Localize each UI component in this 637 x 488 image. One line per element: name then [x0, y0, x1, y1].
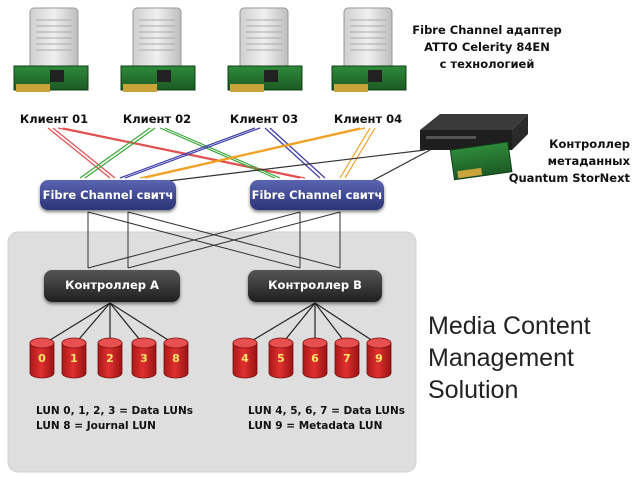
- lun-cylinder-8: 8: [163, 337, 189, 379]
- adapter-caption-line-1: Fibre Channel адаптер: [412, 23, 562, 37]
- controller-b: Контроллер В: [248, 270, 382, 302]
- lun-group: 0 1 2 3 8 4 5 6 7 9: [29, 337, 392, 379]
- solution-title-line-3: Solution: [428, 376, 519, 404]
- lun-cylinder-2: 2: [97, 337, 123, 379]
- client-links: [47, 127, 431, 183]
- adapter-caption-line-3: с технологией: [439, 57, 535, 71]
- lun-cylinder-0: 0: [29, 337, 55, 379]
- lun-cylinder-6: 6: [302, 337, 328, 379]
- client-computer-3: [227, 7, 303, 92]
- lun-label-1: 1: [70, 352, 78, 365]
- metadata-caption-line-2: метаданных: [547, 154, 630, 168]
- solution-title: Media Content Management Solution: [428, 310, 591, 406]
- fibre-channel-switch-1: Fibre Channel свитч: [40, 180, 176, 210]
- metadata-controller-caption: Контроллер метаданных Quantum StorNext: [500, 136, 630, 187]
- client-computer-2: [120, 7, 196, 92]
- controller-lun-links: [41, 302, 380, 346]
- adapter-caption-line-2: ATTO Celerity 84EN: [424, 40, 550, 54]
- lun-cylinder-4: 4: [232, 337, 258, 379]
- lun-cylinder-5: 5: [268, 337, 294, 379]
- lun-cylinder-7: 7: [334, 337, 360, 379]
- lun-label-5: 5: [277, 352, 285, 365]
- lun-note-b-2: LUN 9 = Metadata LUN: [248, 420, 383, 432]
- lun-label-4: 4: [241, 352, 249, 365]
- lun-note-b-1: LUN 4, 5, 6, 7 = Data LUNs: [248, 405, 405, 417]
- lun-label-9: 9: [375, 352, 383, 365]
- client-label-3: Клиент 03: [229, 112, 299, 126]
- client-label-1: Клиент 01: [19, 112, 89, 126]
- lun-label-6: 6: [311, 352, 319, 365]
- lun-notes-b: LUN 4, 5, 6, 7 = Data LUNs LUN 9 = Metad…: [248, 404, 405, 434]
- metadata-server: [420, 114, 528, 181]
- lun-label-7: 7: [343, 352, 351, 365]
- lun-label-8: 8: [172, 352, 180, 365]
- client-label-2: Клиент 02: [122, 112, 192, 126]
- metadata-caption-line-1: Контроллер: [549, 137, 630, 151]
- lun-label-2: 2: [106, 352, 114, 365]
- lun-label-3: 3: [140, 352, 148, 365]
- solution-title-line-1: Media Content: [428, 312, 591, 340]
- lun-label-0: 0: [38, 352, 46, 365]
- fibre-channel-switch-2: Fibre Channel свитч: [250, 180, 384, 210]
- lun-note-a-2: LUN 8 = Journal LUN: [36, 420, 156, 432]
- lun-cylinder-3: 3: [131, 337, 157, 379]
- adapter-caption: Fibre Channel адаптер ATTO Celerity 84EN…: [412, 22, 562, 73]
- lun-notes-a: LUN 0, 1, 2, 3 = Data LUNs LUN 8 = Journ…: [36, 404, 193, 434]
- client-computer-4: [331, 7, 407, 92]
- switch-controller-links: [87, 211, 341, 269]
- lun-cylinder-1: 1: [61, 337, 87, 379]
- lun-note-a-1: LUN 0, 1, 2, 3 = Data LUNs: [36, 405, 193, 417]
- controller-a: Контроллер А: [44, 270, 180, 302]
- client-label-4: Клиент 04: [333, 112, 403, 126]
- metadata-caption-line-3: Quantum StorNext: [508, 171, 630, 185]
- lun-cylinder-9: 9: [366, 337, 392, 379]
- client-computer-1: [13, 7, 89, 92]
- solution-title-line-2: Management: [428, 344, 574, 372]
